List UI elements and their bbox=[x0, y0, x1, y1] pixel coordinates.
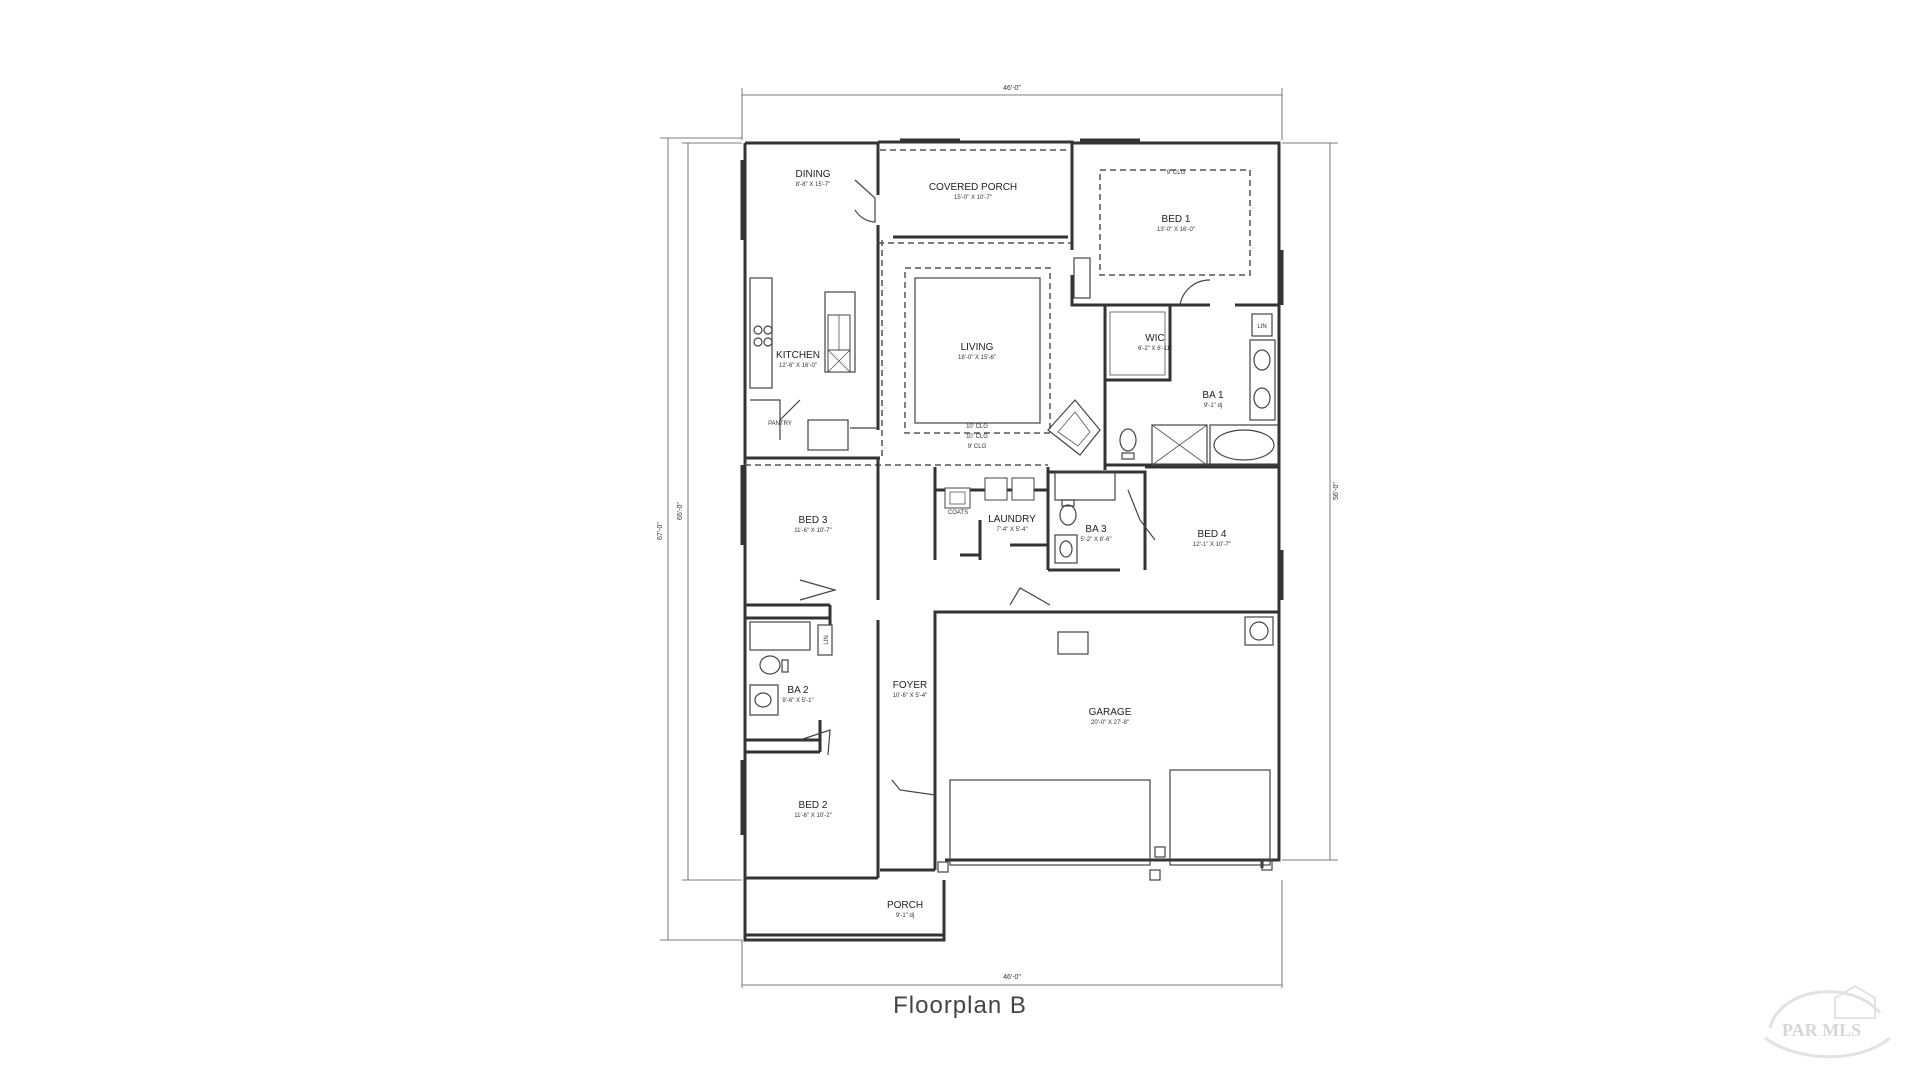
interior-walls bbox=[745, 143, 1279, 790]
room-laundry: LAUNDRY 7'-4" X 5'-4" bbox=[988, 514, 1036, 533]
room-name: DINING bbox=[796, 169, 831, 180]
room-size: 18'-0" X 15'-6" bbox=[958, 355, 996, 361]
living-ceiling-note-2: 10' CLG bbox=[966, 434, 988, 440]
room-name: BED 1 bbox=[1162, 214, 1191, 225]
room-size: 9'-6" X 5'-1" bbox=[782, 698, 813, 704]
room-coats: COATS bbox=[948, 510, 968, 516]
dim-bottom: 46'-0" bbox=[1003, 974, 1021, 981]
room-name: FOYER bbox=[893, 680, 927, 691]
room-bed1: BED 1 13'-0" X 16'-0" 9' CLG bbox=[1157, 170, 1195, 233]
room-bed2: BED 2 11'-6" X 10'-2" bbox=[794, 800, 831, 819]
room-size: 9'-1" dj bbox=[1204, 403, 1222, 409]
fixtures: LIN LIN bbox=[740, 138, 1284, 942]
room-ba3: BA 3 5'-2" X 8'-6" bbox=[1080, 524, 1111, 543]
living-ceiling-note-3: 9' CLG bbox=[968, 444, 987, 450]
room-size: 6'-2" X 6'-11" bbox=[1138, 346, 1172, 352]
living-ceiling-note-1: 10' CLG bbox=[966, 424, 988, 430]
room-name: BA 3 bbox=[1085, 524, 1107, 535]
room-ba2: BA 2 9'-6" X 5'-1" bbox=[782, 685, 813, 704]
floorplan-caption: Floorplan B bbox=[893, 992, 1027, 1019]
room-name: BED 3 bbox=[799, 515, 828, 526]
room-size: 11'-6" X 10'-2" bbox=[794, 813, 831, 819]
mls-watermark-logo: PAR MLS bbox=[1764, 984, 1891, 1059]
room-size: 12'-1" X 10'-7" bbox=[1193, 542, 1231, 548]
room-name: BA 1 bbox=[1202, 390, 1224, 401]
room-name: KITCHEN bbox=[776, 350, 820, 361]
room-ba1: BA 1 9'-1" dj bbox=[1202, 390, 1224, 409]
dim-left-inner: 65'-0" bbox=[677, 502, 684, 520]
room-name: COATS bbox=[948, 510, 968, 516]
dim-left-outer: 67'-0" bbox=[657, 522, 664, 540]
room-size: 11'-6" X 10'-7" bbox=[794, 528, 831, 534]
room-labels: DINING 8'-8" X 15'-7" COVERED PORCH 15'-… bbox=[768, 169, 1231, 919]
room-name: BED 4 bbox=[1198, 529, 1227, 540]
room-size: 20'-0" X 27'-8" bbox=[1091, 720, 1129, 726]
room-size: 7'-4" X 5'-4" bbox=[996, 527, 1027, 533]
room-name: LAUNDRY bbox=[988, 514, 1036, 525]
ba1-lin-label: LIN bbox=[1257, 324, 1266, 330]
room-name: WIC bbox=[1145, 333, 1164, 344]
room-name: LIVING bbox=[961, 342, 994, 353]
room-size: 12'-6" X 16'-0" bbox=[779, 363, 817, 369]
room-name: BED 2 bbox=[799, 800, 828, 811]
dimension-lines: 46'-0" 46'-0" 67'-0" 65'-0" 56'-0" bbox=[657, 85, 1340, 988]
room-name: GARAGE bbox=[1089, 707, 1132, 718]
room-covered-porch: COVERED PORCH 15'-0" X 10'-7" bbox=[929, 182, 1017, 201]
room-wic: WIC 6'-2" X 6'-11" bbox=[1138, 333, 1172, 352]
room-bed4: BED 4 12'-1" X 10'-7" bbox=[1193, 529, 1231, 548]
dim-top: 46'-0" bbox=[1003, 85, 1021, 92]
watermark-text: PAR MLS bbox=[1782, 1020, 1861, 1040]
room-foyer: FOYER 10'-6" X 5'-4" bbox=[893, 680, 928, 699]
room-porch: PORCH 9'-1" dj bbox=[887, 900, 923, 919]
room-size: 9'-1" dj bbox=[896, 913, 914, 919]
room-size: 8'-8" X 15'-7" bbox=[796, 182, 831, 188]
room-dining: DINING 8'-8" X 15'-7" bbox=[796, 169, 831, 188]
room-bed3: BED 3 11'-6" X 10'-7" bbox=[794, 515, 831, 534]
room-kitchen: KITCHEN 12'-6" X 16'-0" bbox=[776, 350, 820, 369]
room-name: PORCH bbox=[887, 900, 923, 911]
room-pantry: PANTRY bbox=[768, 421, 792, 427]
ba2-lin-label: LIN bbox=[824, 635, 830, 644]
room-size: 13'-0" X 16'-0" bbox=[1157, 227, 1195, 233]
room-size: 15'-0" X 10'-7" bbox=[954, 195, 992, 201]
room-name: COVERED PORCH bbox=[929, 182, 1017, 193]
room-garage: GARAGE 20'-0" X 27'-8" bbox=[1089, 707, 1132, 726]
room-living: LIVING 18'-0" X 15'-6" 10' CLG 10' CLG 9… bbox=[958, 342, 996, 450]
room-size: 10'-6" X 5'-4" bbox=[893, 693, 928, 699]
room-name: PANTRY bbox=[768, 421, 792, 427]
bed1-ceiling-note: 9' CLG bbox=[1167, 170, 1186, 176]
room-size: 5'-2" X 8'-6" bbox=[1080, 537, 1111, 543]
room-name: BA 2 bbox=[787, 685, 809, 696]
dim-right: 56'-0" bbox=[1333, 482, 1340, 500]
